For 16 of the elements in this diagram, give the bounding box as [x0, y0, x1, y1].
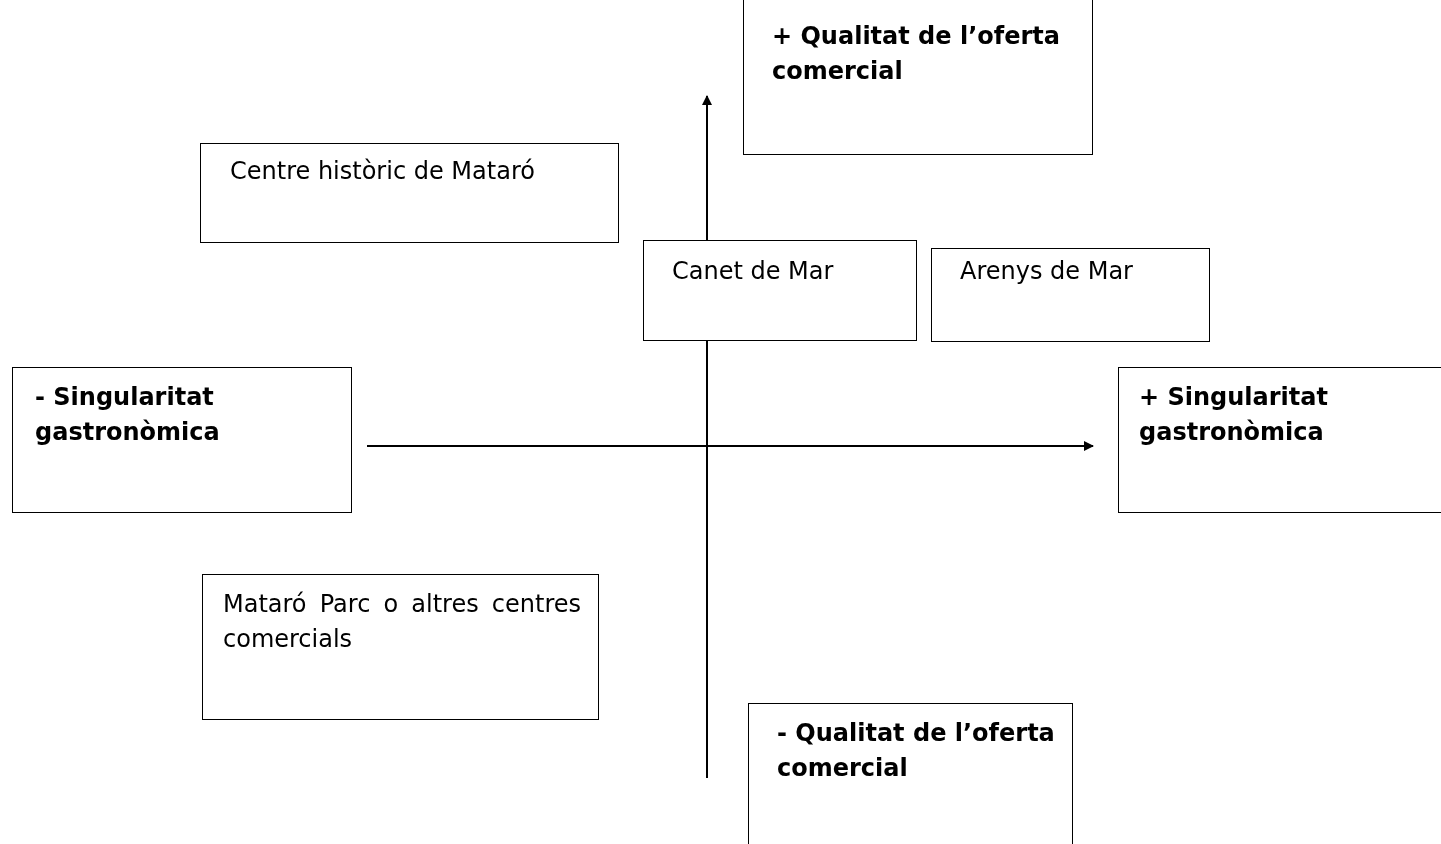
axis-label-box [748, 703, 1073, 844]
position-box [931, 248, 1210, 342]
position-label: Canet de Mar [672, 256, 835, 287]
axis-label: + Qualitat de l’oferta comercial [772, 21, 1061, 87]
position-box [643, 240, 917, 341]
axis-label-box [743, 0, 1093, 155]
position-label: Arenys de Mar [960, 256, 1134, 287]
position-label: Centre històric de Mataró [230, 156, 536, 187]
position-label: Mataró Parc o altres centres comercials [223, 589, 581, 655]
axis-label: - Qualitat de l’oferta comercial [777, 718, 1056, 784]
axis-label: - Singularitat gastronòmica [35, 382, 221, 448]
axis-label-box [1118, 367, 1441, 513]
axis-label-box [12, 367, 352, 513]
position-box [200, 143, 619, 243]
position-box [202, 574, 599, 720]
axis-label: + Singularitat gastronòmica [1139, 382, 1329, 448]
